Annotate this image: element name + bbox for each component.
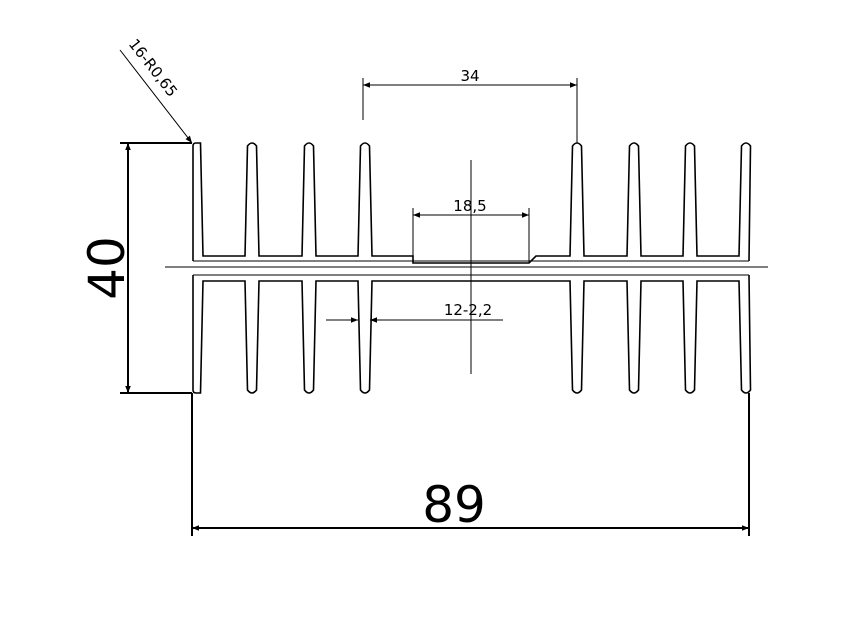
dimension-34-label: 34 [460, 67, 479, 85]
dimension-18-5: 18,5 [412, 197, 530, 262]
profile-bottom-outline [192, 274, 752, 394]
dimension-34: 34 [362, 67, 578, 143]
dimension-40-label: 40 [78, 236, 136, 300]
dimension-89: 89 [191, 393, 750, 536]
dimension-89-label: 89 [422, 476, 486, 534]
dimension-fin-spec-label: 12-2,2 [444, 301, 492, 319]
heatsink-profile [192, 142, 752, 394]
dimension-18-5-label: 18,5 [453, 197, 486, 215]
dimension-40: 40 [78, 142, 192, 394]
leader-corner-radius: 16-R0,65 [119, 35, 193, 144]
dimension-fin-spec: 12-2,2 [326, 301, 503, 323]
